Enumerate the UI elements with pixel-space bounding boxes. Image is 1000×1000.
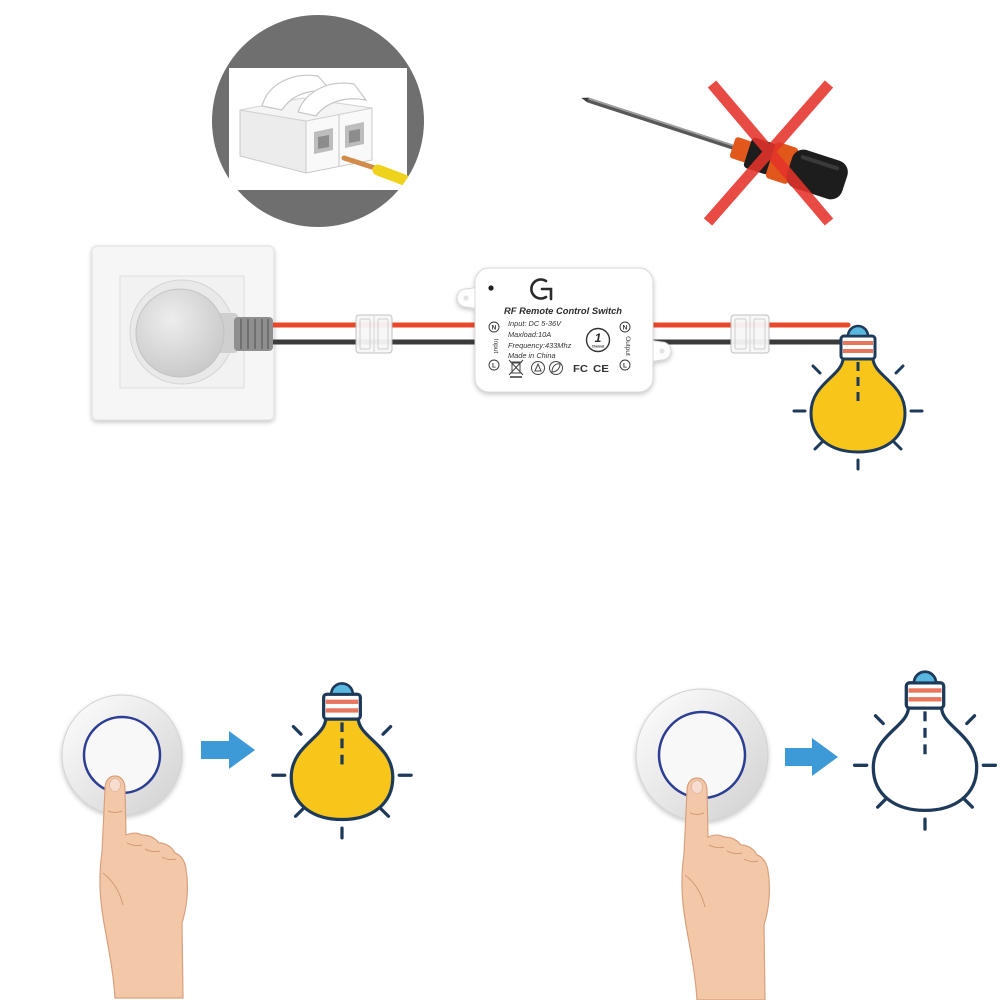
- status-led: [488, 285, 494, 291]
- bulb-base: [904, 681, 946, 710]
- plug-cable-sleeve: [234, 317, 273, 351]
- inline-connector-left: [355, 314, 393, 354]
- wall-socket-icon: [91, 245, 275, 421]
- arrow-right-icon: [201, 731, 255, 769]
- bulb-cap: [912, 670, 938, 685]
- bulb-base: [322, 692, 362, 721]
- fingernail: [691, 780, 703, 794]
- pointing-hand-icon: [99, 775, 188, 999]
- channel-badge: 1 Channel: [585, 327, 611, 353]
- wall-push-button-icon: [635, 688, 769, 822]
- bulb-glass: [809, 356, 907, 454]
- spec-frequency: Frequency:433Mhz: [508, 341, 572, 350]
- brand-logo-icon: [530, 278, 553, 301]
- module-body: [474, 267, 654, 393]
- light-bulb-icon: [271, 682, 413, 840]
- spec-maxload: Maxload:10A: [508, 330, 551, 339]
- bulb-base: [839, 334, 877, 361]
- wire-copper-end: [341, 155, 381, 172]
- eco-leaf-icon: [549, 361, 563, 375]
- recycle-icon: [531, 361, 545, 375]
- module-title: RF Remote Control Switch: [504, 306, 623, 316]
- connector-lever-1: [261, 74, 334, 111]
- bulb-rays: [852, 714, 998, 831]
- rf-switch-module: RF Remote Control Switch N Input L N Out…: [456, 267, 672, 393]
- fcc-mark: FC: [573, 364, 588, 375]
- channel-label: Channel: [592, 345, 605, 349]
- inline-connector-right: [730, 314, 770, 354]
- red-cross-icon: [703, 80, 834, 226]
- light-bulb-icon: [852, 670, 998, 831]
- output-terminals: N Output L: [619, 321, 631, 371]
- bulb-rays: [792, 364, 924, 471]
- lever-wire-connector-icon: [212, 15, 424, 227]
- weee-bin-icon: [508, 359, 524, 378]
- screwdriver-icon: [581, 97, 848, 200]
- output-label: Output: [624, 336, 631, 356]
- arrow-right-icon: [785, 738, 838, 776]
- output-terminal-l: L: [623, 362, 627, 369]
- spec-input: Input: DC 5-36V: [508, 319, 562, 328]
- input-terminal-l: L: [492, 362, 496, 369]
- output-terminal-n: N: [623, 324, 628, 331]
- pointing-hand-icon: [681, 777, 770, 1000]
- input-terminal-n: N: [492, 324, 497, 331]
- light-bulb-icon: [792, 324, 924, 471]
- connector-lever-2: [297, 82, 368, 117]
- bulb-cap: [329, 682, 355, 696]
- bulb-cap: [846, 324, 870, 338]
- ce-mark: CE: [593, 364, 609, 375]
- bulb-glass: [289, 716, 395, 822]
- bulb-rays: [271, 725, 413, 840]
- plug-head: [135, 288, 225, 378]
- spec-origin: Made in China: [508, 351, 556, 360]
- fingernail: [109, 778, 121, 792]
- wall-push-button-icon: [61, 694, 183, 816]
- bulb-glass: [871, 705, 979, 813]
- channel-number: 1: [595, 331, 602, 345]
- input-terminals: N Input L: [488, 321, 500, 371]
- input-label: Input: [492, 339, 499, 354]
